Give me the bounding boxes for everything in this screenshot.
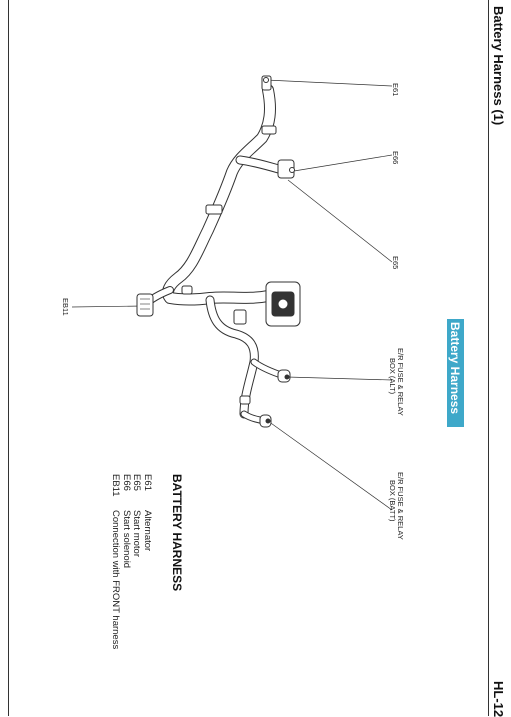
terminal-e66 — [289, 167, 295, 173]
page-border-left — [8, 0, 9, 716]
leader-alt-box — [286, 376, 393, 381]
leader-batt-box — [267, 420, 393, 511]
label-batt-box-line1: E/R FUSE & RELAY — [396, 472, 405, 540]
terminal-e61 — [263, 77, 269, 83]
legend-item: E65Start motor — [131, 474, 143, 557]
clip — [233, 309, 247, 325]
clip — [181, 285, 193, 295]
leader-e61 — [265, 79, 393, 87]
connector-eb11 — [136, 293, 154, 317]
label-e65: E65 — [391, 256, 400, 270]
clip — [205, 204, 223, 215]
label-e66: E66 — [391, 151, 400, 165]
clip — [239, 395, 251, 405]
label-eb11: EB11 — [61, 298, 70, 316]
leader-eb11 — [71, 305, 144, 308]
section-banner: Battery Harness — [447, 319, 464, 427]
legend: E61Alternator E65Start motor E66Start so… — [110, 474, 154, 650]
leader-e66 — [293, 154, 393, 172]
label-alt-box-line1: E/R FUSE & RELAY — [396, 348, 405, 416]
label-alt-box-line2: BOX (ALT) — [388, 358, 397, 395]
clip — [261, 125, 277, 135]
label-e61: E61 — [391, 83, 400, 97]
label-alt-box: E/R FUSE & RELAY BOX (ALT) — [388, 348, 405, 416]
legend-item: E66Start solenoid — [121, 474, 132, 569]
label-batt-box: E/R FUSE & RELAY BOX (BATT) — [388, 472, 405, 540]
legend-item: EB11Connection with FRONT harness — [110, 474, 122, 650]
legend-item: E61Alternator — [142, 474, 153, 552]
page-border-right — [488, 0, 489, 716]
label-batt-box-line2: BOX (BATT) — [388, 480, 397, 522]
harness-bundle — [142, 84, 288, 425]
legend-title: BATTERY HARNESS — [170, 474, 184, 592]
leader-e65 — [287, 179, 393, 263]
